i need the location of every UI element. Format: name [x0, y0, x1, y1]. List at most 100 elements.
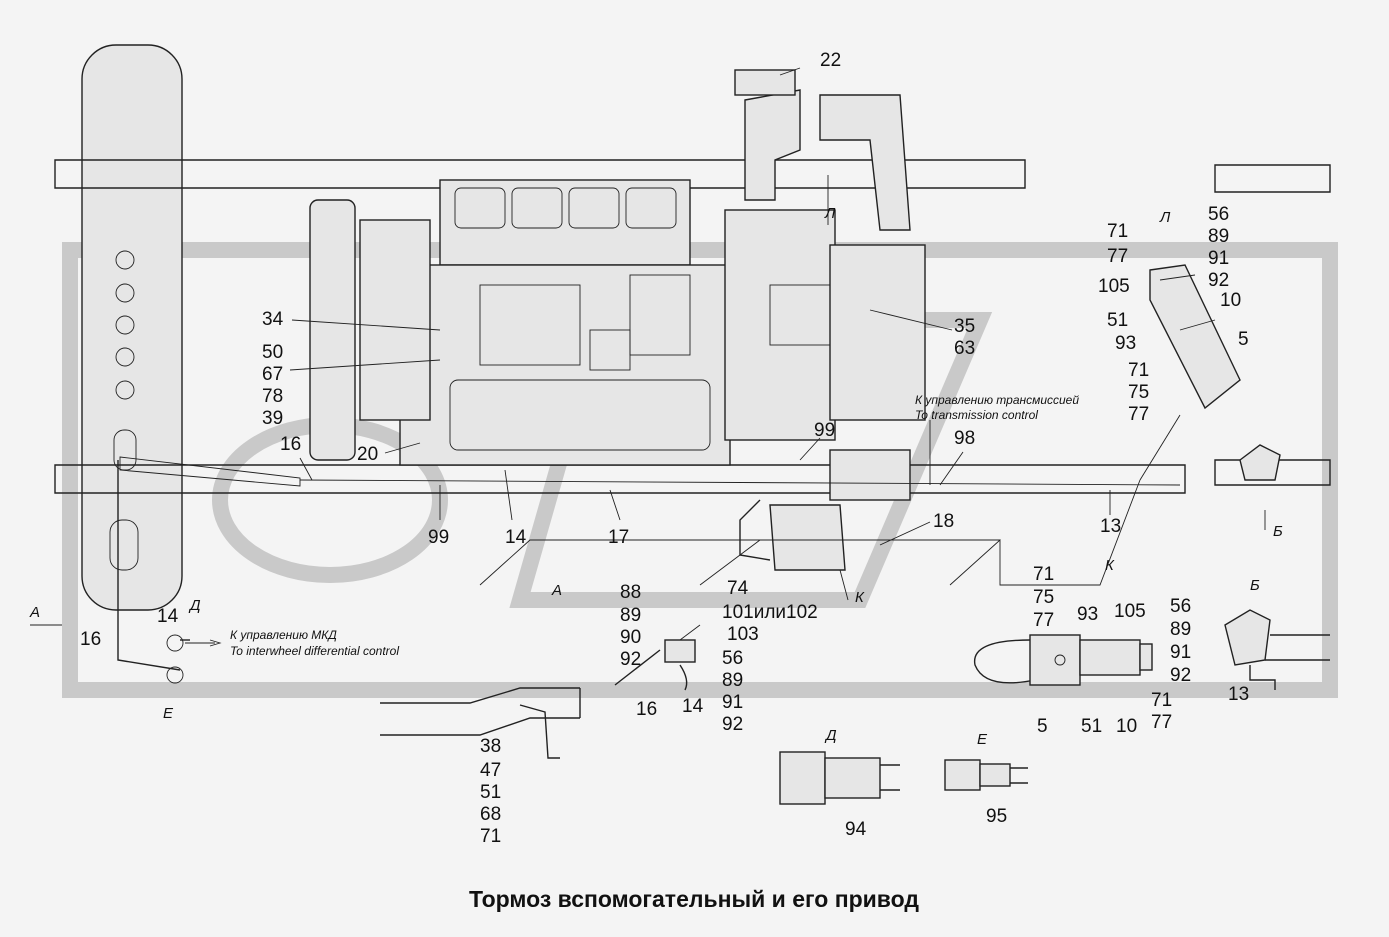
callout-l-75: 75 [1128, 382, 1149, 403]
callout-l-92: 92 [1208, 270, 1229, 291]
callout-s-38: 38 [480, 736, 501, 757]
callout-k-71: 71 [1033, 564, 1054, 585]
callout-16a: 16 [280, 434, 301, 455]
view-letter-a-detail: А [551, 582, 562, 599]
callout-b-13: 13 [1228, 684, 1249, 705]
callout-ld-10: 10 [1116, 716, 1137, 737]
callout-98: 98 [954, 428, 975, 449]
view-letters: А А Б Б Д Д Е Е К К Л Л [29, 205, 1283, 748]
diagram-title: Тормоз вспомогательный и его привод [469, 886, 919, 912]
exhaust-pipe [734, 69, 911, 231]
callout-s-47: 47 [480, 760, 501, 781]
callout-s-51: 51 [480, 782, 501, 803]
callout-99b: 99 [814, 420, 835, 441]
callout-d-14: 14 [682, 696, 704, 717]
callout-ld-71: 71 [1151, 690, 1172, 711]
callout-dd-94: 94 [845, 819, 867, 840]
callout-ld-91: 91 [1170, 642, 1191, 663]
callout-99a: 99 [428, 527, 449, 548]
view-letter-b-detail: Б [1250, 577, 1260, 594]
callout-d-90: 90 [620, 627, 641, 648]
note-trans-ru: К управлению трансмиссией [915, 393, 1079, 407]
callout-l-56: 56 [1208, 204, 1229, 225]
view-letter-a-main: А [29, 604, 40, 621]
callout-14a: 14 [505, 527, 527, 548]
callout-l-10: 10 [1220, 290, 1241, 311]
callout-l-77: 77 [1107, 246, 1128, 267]
engine-block [309, 179, 731, 466]
fitting-detail-d [779, 751, 900, 805]
front-bumper [81, 44, 183, 611]
callout-78: 78 [262, 386, 283, 407]
callout-l-71: 71 [1107, 221, 1128, 242]
callout-l-93: 93 [1115, 333, 1136, 354]
fitting-detail-e [944, 759, 1028, 791]
leader-lines [289, 67, 1266, 641]
callout-a-14: 14 [157, 606, 179, 627]
callout-d-92b: 92 [722, 714, 743, 735]
callout-d-101: 101или102 [722, 602, 818, 623]
callout-d-89: 89 [620, 605, 641, 626]
callout-50: 50 [262, 342, 283, 363]
callout-d-88: 88 [620, 582, 641, 603]
callout-18: 18 [933, 511, 954, 532]
fitting-d-small [614, 639, 696, 691]
callout-ee-95: 95 [986, 806, 1007, 827]
view-letter-e-main: Е [163, 705, 174, 722]
callout-d-89b: 89 [722, 670, 743, 691]
view-letter-d-detail: Д [824, 727, 837, 744]
callout-d-92: 92 [620, 649, 641, 670]
callout-labels: 22 34 50 67 78 39 20 16 99 14 17 99 98 3… [80, 50, 1249, 847]
callout-ld-105: 105 [1114, 601, 1146, 622]
callout-17: 17 [608, 527, 629, 548]
callout-d-103: 103 [727, 624, 759, 645]
view-letter-b-main: Б [1273, 523, 1283, 540]
callout-ld-93: 93 [1077, 604, 1098, 625]
notes: К управлению МКД To interwheel different… [230, 393, 1079, 658]
callout-l-51: 51 [1107, 310, 1128, 331]
view-letter-e-detail: Е [977, 731, 988, 748]
callout-ld-92: 92 [1170, 665, 1191, 686]
callout-k-77: 77 [1033, 610, 1054, 631]
view-letter-k-detail: К [1105, 557, 1115, 574]
callout-l-71b: 71 [1128, 360, 1149, 381]
callout-ld-51: 51 [1081, 716, 1102, 737]
retarder-lower-k [739, 499, 846, 571]
callout-13a: 13 [1100, 516, 1121, 537]
note-mkd-ru: К управлению МКД [230, 628, 337, 642]
callout-ld-77: 77 [1151, 712, 1172, 733]
callout-s-68: 68 [480, 804, 501, 825]
callout-ld-5: 5 [1037, 716, 1048, 737]
retarder-upper [1149, 264, 1241, 410]
callout-s-71: 71 [480, 826, 501, 847]
section-a-pipe [380, 687, 581, 759]
callout-d-91: 91 [722, 692, 743, 713]
callout-l-91: 91 [1208, 248, 1229, 269]
air-lines [117, 460, 1181, 684]
callout-39: 39 [262, 408, 283, 429]
callout-34: 34 [262, 309, 284, 330]
callout-35: 35 [954, 316, 975, 337]
note-mkd-en: To interwheel differential control [230, 644, 399, 658]
view-letter-l-detail: Л [1159, 209, 1171, 226]
callout-l-89: 89 [1208, 226, 1229, 247]
callout-63: 63 [954, 338, 975, 359]
callout-ld-89: 89 [1170, 619, 1191, 640]
callout-l-77b: 77 [1128, 404, 1149, 425]
callout-k-75: 75 [1033, 587, 1054, 608]
callout-22: 22 [820, 50, 841, 71]
callout-d-56: 56 [722, 648, 743, 669]
frame-rails [54, 159, 1331, 494]
view-letter-d-main: Д [188, 597, 201, 614]
callout-67: 67 [262, 364, 283, 385]
callout-ld-56: 56 [1170, 596, 1191, 617]
note-trans-en: To transmission control [915, 408, 1038, 422]
view-letter-k-main: К [855, 589, 865, 606]
callout-a-16: 16 [80, 629, 101, 650]
callout-l-5: 5 [1238, 329, 1249, 350]
valve-detail-b [1224, 444, 1330, 690]
callout-20: 20 [357, 444, 378, 465]
transmission [724, 209, 926, 501]
view-letter-l-main: Л [824, 205, 836, 222]
